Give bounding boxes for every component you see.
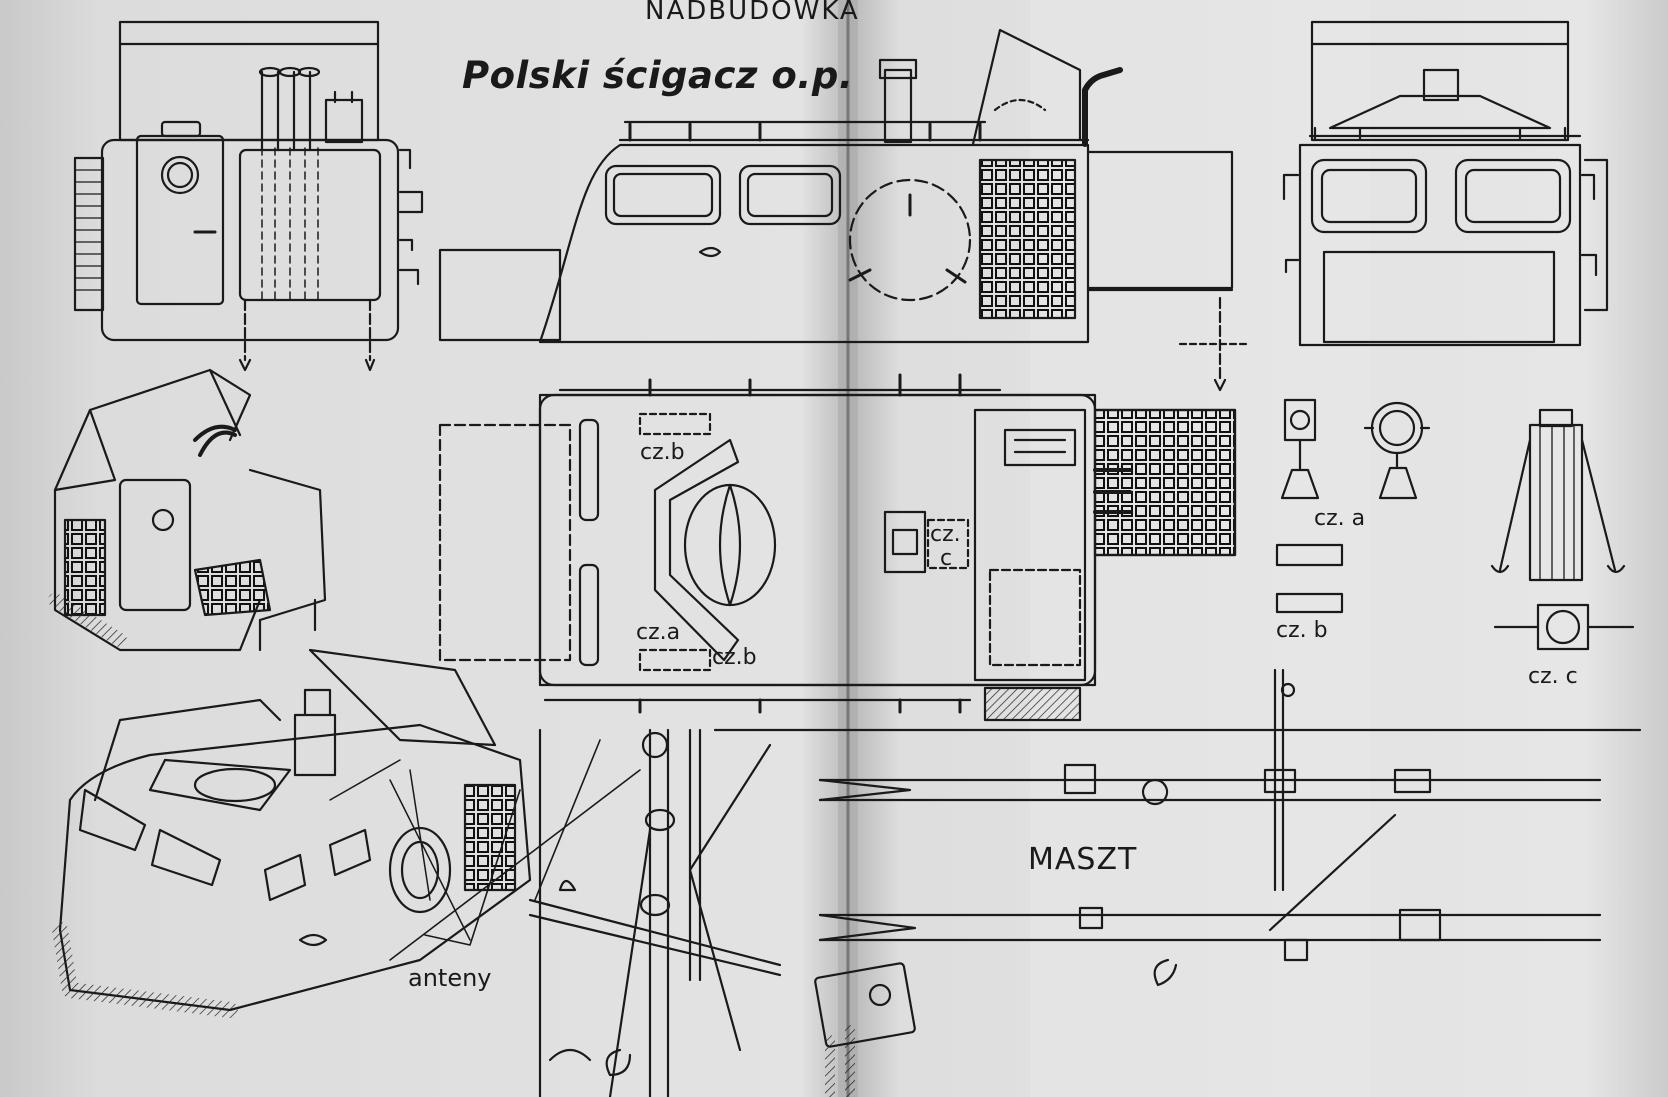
side-view-drawing xyxy=(438,28,1252,392)
plan-label-cz-c-bottom: c xyxy=(940,546,953,571)
detail-label-cz-a: cz. a xyxy=(1314,506,1366,531)
rear-view-drawing xyxy=(73,20,424,372)
plan-label-cz-a: cz.a xyxy=(636,620,681,645)
plan-label-cz-c-top: cz. xyxy=(930,522,961,547)
detail-label-cz-b: cz. b xyxy=(1276,618,1328,643)
header-label: NADBUDOWKA xyxy=(645,0,860,26)
antenna-label: anteny xyxy=(408,964,492,992)
perspective-rear-drawing xyxy=(48,368,327,652)
front-view-drawing xyxy=(1282,20,1609,347)
plan-label-cz-b-bottom: cz.b xyxy=(712,645,757,670)
perspective-front-drawing xyxy=(52,648,532,1018)
plan-view-drawing xyxy=(438,373,1237,722)
details-drawing xyxy=(1275,398,1635,651)
mast-drawing xyxy=(389,668,1642,1097)
plan-label-cz-b-top: cz.b xyxy=(640,440,685,465)
drawing-title: Polski ścigacz o.p. xyxy=(462,54,854,97)
detail-label-cz-c: cz. c xyxy=(1528,664,1578,689)
mast-label: MASZT xyxy=(1028,842,1138,877)
